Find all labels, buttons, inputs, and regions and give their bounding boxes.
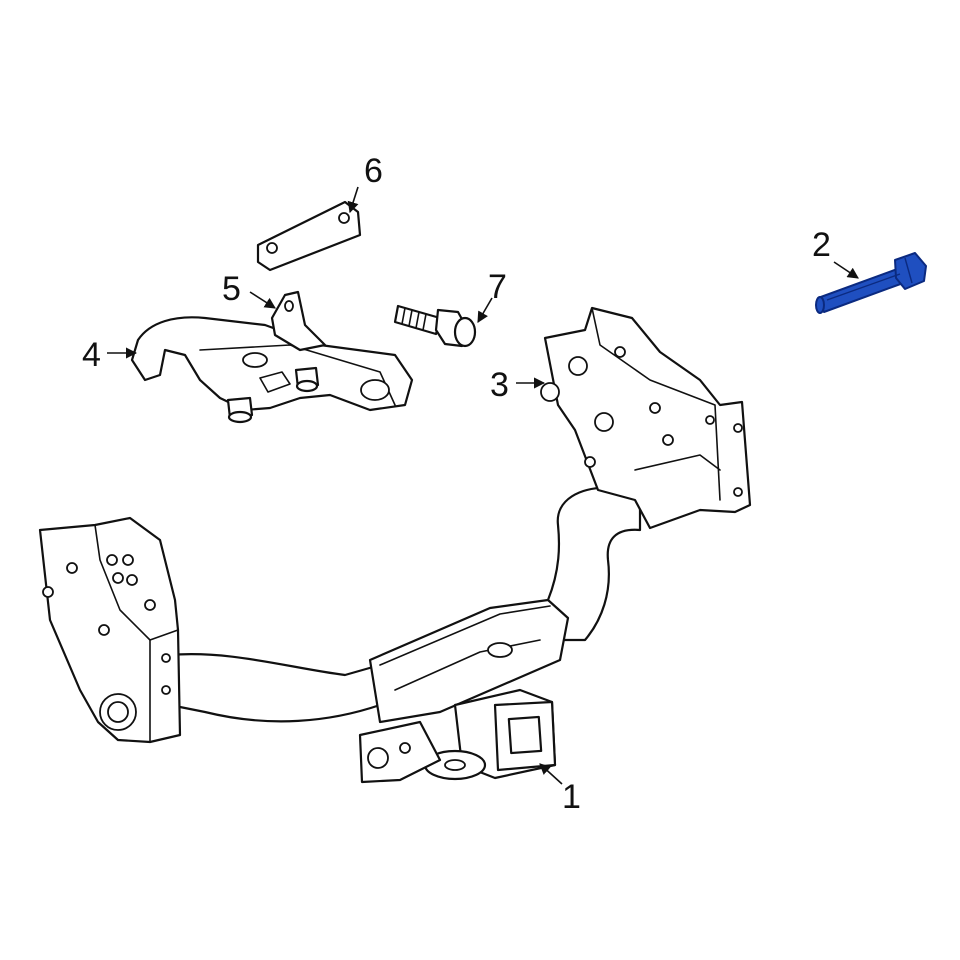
plate-part [256,200,362,272]
callout-4: 4 [82,336,138,374]
callout-3: 3 [490,366,546,404]
bracket-support-part [270,290,327,352]
callout-label: 6 [364,152,383,190]
callout-label: 3 [490,366,509,404]
callout-1: 1 [539,763,581,816]
callout-label: 5 [222,270,241,308]
callout-7: 7 [477,268,507,323]
bracket-nuts [226,366,320,424]
callout-label: 1 [562,778,581,816]
right-side-bracket-part [540,306,752,530]
callout-5: 5 [222,270,276,309]
bolt-7-part [393,304,477,348]
callout-label: 4 [82,336,101,374]
mounting-bracket-part [130,316,414,412]
bolt-2-highlighted[interactable] [815,252,927,314]
callout-2: 2 [812,226,859,279]
callout-label: 2 [812,226,831,264]
callout-label: 7 [488,268,507,306]
callout-6: 6 [347,152,383,214]
hitch-receiver-part [168,486,642,784]
left-side-bracket [38,516,182,744]
